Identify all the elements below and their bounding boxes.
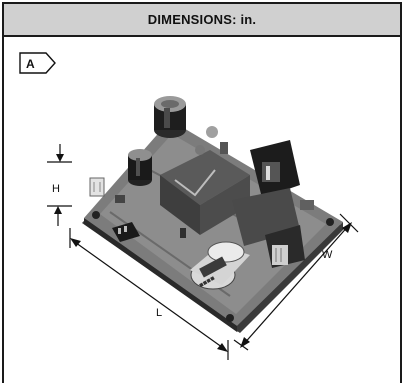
height-label: H (52, 183, 60, 195)
length-label: L (156, 307, 162, 319)
height-dimension: H (47, 144, 72, 226)
panel-header: DIMENSIONS: in. (4, 4, 400, 37)
length-dimension: L (69, 228, 229, 360)
width-label: W (322, 249, 333, 261)
dimensions-panel: DIMENSIONS: in. (2, 2, 402, 383)
power-supply-board-image: ■■■■ (82, 96, 345, 333)
width-dimension: W (233, 213, 359, 351)
figure-tag-label: A (26, 57, 35, 71)
figure-tag: A (19, 52, 56, 74)
panel-title: DIMENSIONS: in. (147, 12, 257, 27)
